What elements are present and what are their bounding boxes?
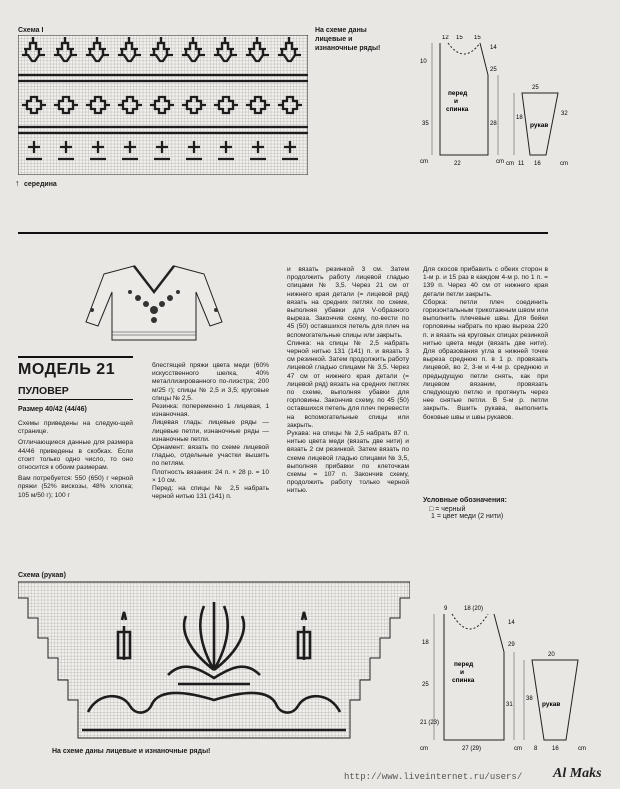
- paragraph: Плотность вязания: 24 п. × 28 р. = 10 × …: [152, 468, 269, 484]
- measure: 32: [561, 111, 568, 117]
- watermark: http://www.liveinternet.ru/users/: [344, 772, 523, 782]
- instructions-col-1: Схемы приведены на следую-щей странице. …: [18, 420, 133, 500]
- measure: cm: [420, 746, 428, 752]
- measure: 10: [420, 59, 427, 65]
- instructions-col-4: Для скосов прибавить с обеих сторон в 1-…: [423, 266, 548, 422]
- measure: 28: [490, 121, 497, 127]
- measure: 25: [490, 67, 497, 73]
- measure: cm: [496, 159, 504, 165]
- measure: 29: [508, 642, 515, 648]
- legend: Условные обозначения: □ = черный 1 = цве…: [423, 497, 507, 520]
- measure: 16: [534, 161, 541, 167]
- model-rule: [18, 356, 133, 358]
- measure: 27 (29): [462, 746, 481, 752]
- label-sleeve: рукав: [530, 122, 548, 129]
- label-front-back: и: [460, 669, 464, 676]
- center-marker: ↑: [15, 178, 20, 188]
- measure: 35: [422, 121, 429, 127]
- instructions-col-2: блестящей пряжи цвета меди (60% искусств…: [152, 362, 269, 501]
- note-line: изнаночные ряды!: [315, 45, 381, 52]
- label-front-back: и: [454, 98, 458, 105]
- sleeve-knitting-chart: [18, 581, 410, 739]
- paragraph: Лицевая гладь: лицевые ряды — лицевые пе…: [152, 419, 269, 443]
- measure: 11: [518, 161, 525, 167]
- top-garment-schematic: 12 15 15 14 25 10 35 28 18 32 cm cm 22 2…: [420, 35, 568, 167]
- subtitle-rule: [18, 399, 133, 400]
- measure: 18: [516, 115, 523, 121]
- label-sleeve: рукав: [542, 701, 560, 708]
- note-line: лицевые и: [315, 36, 353, 43]
- measure: 31: [506, 702, 513, 708]
- paragraph: Перед: на спицы № 2,5 набрать черной нит…: [152, 485, 269, 501]
- measure: cm: [514, 746, 522, 752]
- measure: cm: [506, 161, 514, 167]
- paragraph: Спинка: на спицы № 2,5 набрать черной ни…: [287, 339, 409, 429]
- measure: 38: [526, 696, 533, 702]
- paragraph: блестящей пряжи цвета меди (60% искусств…: [152, 362, 269, 402]
- measure: 25: [532, 85, 539, 91]
- top-knitting-chart: [18, 35, 308, 175]
- measure: 18 (20): [464, 606, 483, 612]
- measure: 18: [422, 640, 429, 646]
- section-rule-top: [18, 232, 548, 234]
- sleeve-chart-note: На схеме даны лицевые и изнаночные ряды!: [52, 748, 211, 755]
- legend-item: 1 = цвет меди (2 нити): [423, 513, 507, 520]
- top-chart-note: На схеме даны лицевые и изнаночные ряды!: [315, 26, 380, 53]
- measure: 9: [444, 606, 448, 612]
- measure: cm: [578, 746, 586, 752]
- legend-item: □ = черный: [423, 506, 507, 513]
- sweater-illustration: [85, 265, 223, 341]
- label-front-back: перед: [448, 90, 467, 97]
- legend-text: = цвет меди (2 нити): [436, 513, 504, 520]
- measure: 25: [422, 682, 429, 688]
- paragraph: Сборка: петли плеч соединить горизонталь…: [423, 298, 548, 421]
- legend-symbol: 1: [431, 513, 435, 520]
- center-label: середина: [24, 181, 57, 188]
- model-subtitle: ПУЛОВЕР: [18, 385, 69, 397]
- legend-text: = черный: [435, 506, 466, 513]
- label-front-back: спинка: [446, 106, 469, 113]
- measure: 15: [474, 35, 481, 41]
- measure: 14: [508, 620, 515, 626]
- paragraph: Схемы приведены на следую-щей странице.: [18, 420, 133, 436]
- measure: cm: [560, 161, 568, 167]
- signature: Al Maks: [553, 766, 602, 781]
- note-line: На схеме даны: [315, 27, 367, 34]
- label-front-back: перед: [454, 661, 473, 668]
- paragraph: Для скосов прибавить с обеих сторон в 1-…: [423, 266, 548, 298]
- legend-symbol: □: [429, 506, 434, 513]
- measure: cm: [420, 159, 428, 165]
- paragraph: Резинка: попеременно 1 лицевая, 1 изнано…: [152, 403, 269, 419]
- measure: 14: [490, 45, 497, 51]
- measure: 21 (23): [420, 720, 439, 726]
- measure: 22: [454, 161, 461, 167]
- bottom-garment-schematic: 9 18 (20) 14 29 18 25 31 38 21 (23) cm 2…: [420, 606, 586, 752]
- legend-title: Условные обозначения:: [423, 497, 507, 504]
- paragraph: Рукава: на спицы № 2,5 набрать 87 п. нит…: [287, 430, 409, 495]
- measure: 8: [534, 746, 538, 752]
- measure: 12: [442, 35, 449, 41]
- top-chart-label: Схема I: [18, 27, 44, 34]
- measure: 16: [552, 746, 559, 752]
- paragraph: и вязать резинкой 3 см. Затем продолжить…: [287, 266, 409, 339]
- paragraph: Орнамент: вязать по схеме лицевой гладью…: [152, 444, 269, 468]
- measure: 15: [456, 35, 463, 41]
- label-front-back: спинка: [452, 677, 475, 684]
- sleeve-chart-label: Схема (рукав): [18, 572, 66, 579]
- size-line: Размер 40/42 (44/46): [18, 406, 87, 413]
- paragraph: Отличающиеся данные для размера 44/46 пр…: [18, 439, 133, 472]
- model-title: МОДЕЛЬ 21: [18, 361, 116, 378]
- paragraph: Вам потребуется: 550 (650) г черной пряж…: [18, 475, 133, 499]
- instructions-col-3: и вязать резинкой 3 см. Затем продолжить…: [287, 266, 409, 496]
- measure: 20: [548, 652, 555, 658]
